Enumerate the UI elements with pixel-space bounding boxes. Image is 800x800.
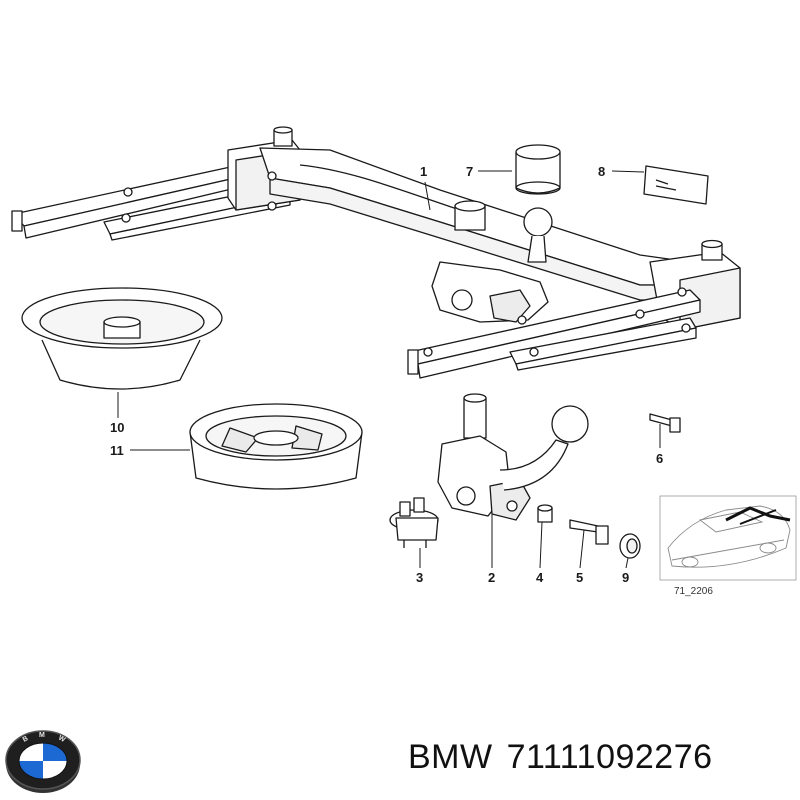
callout-11: 11 (110, 443, 124, 458)
callout-9: 9 (622, 570, 629, 585)
protective-cap (515, 144, 561, 195)
electrical-socket (389, 497, 439, 548)
callout-7: 7 (466, 164, 473, 179)
callout-6: 6 (656, 451, 663, 466)
part-number-caption: BMW 71111092276 (408, 738, 727, 777)
callout-10: 10 (110, 420, 124, 435)
car-location-inset: 71_2206 (659, 495, 797, 597)
callout-2: 2 (488, 570, 495, 585)
inset-code: 71_2206 (674, 586, 713, 597)
callout-8: 8 (598, 164, 605, 179)
bmw-logo: B M W (5, 730, 81, 793)
callout-1: 1 (420, 164, 427, 179)
part-number: 71111092276 (506, 738, 713, 776)
callout-4: 4 (536, 570, 544, 585)
lock-cap (537, 504, 553, 523)
spare-wheel-insert-11 (189, 403, 363, 490)
svg-text:W: W (57, 735, 66, 744)
svg-text:M: M (39, 732, 45, 739)
callout-3: 3 (416, 570, 423, 585)
svg-text:B: B (22, 735, 30, 744)
tow-hitch-head (437, 393, 589, 521)
spare-wheel-well-10 (21, 287, 223, 390)
label-plate (643, 165, 709, 205)
callout-5: 5 (576, 570, 583, 585)
brand-name: BMW (408, 738, 493, 776)
retaining-ring (619, 533, 641, 559)
key-5 (569, 519, 609, 545)
tow-bar-carrier (11, 126, 741, 379)
key-6 (649, 413, 681, 433)
